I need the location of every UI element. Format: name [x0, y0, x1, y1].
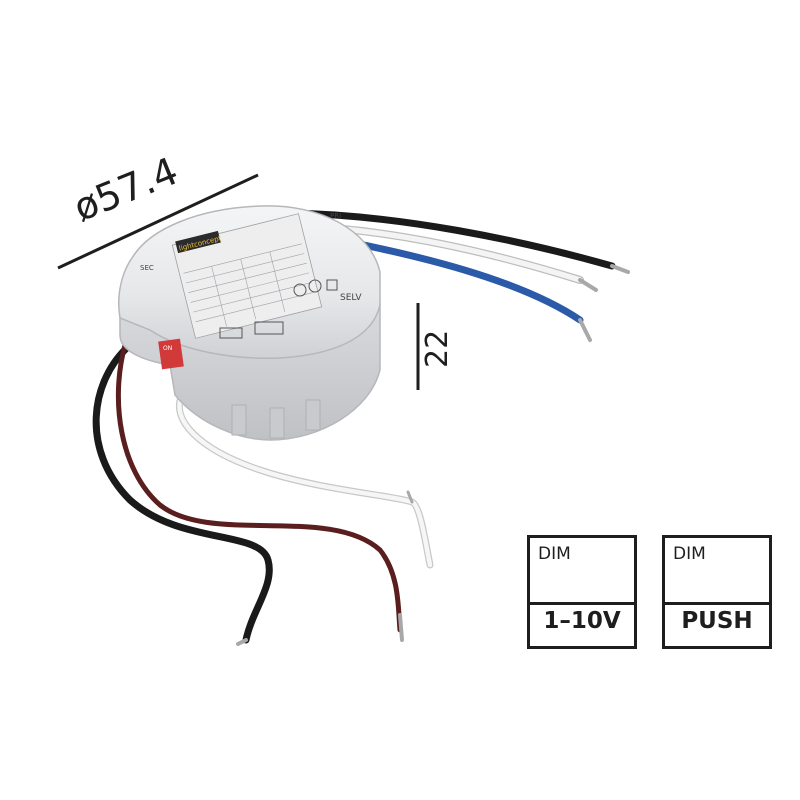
badge-bottom-label: 1–10V: [543, 608, 621, 634]
product-label: lightconcept SEC PRI SELV: [140, 212, 362, 339]
diameter-dimension-line: [57, 173, 259, 270]
dim-push-badge: DIM PUSH: [662, 535, 772, 649]
badge-divider: [530, 602, 634, 605]
badge-top-label: DIM: [673, 544, 706, 564]
dip-switch: ON: [158, 338, 184, 370]
sec-label: SEC: [140, 264, 154, 272]
height-dimension-label: 22: [420, 329, 455, 368]
badge-top-label: DIM: [538, 544, 571, 564]
badge-divider: [665, 602, 769, 605]
dim-1-10v-badge: DIM 1–10V: [527, 535, 637, 649]
badge-bottom-label: PUSH: [681, 608, 753, 634]
driver-housing: lightconcept SEC PRI SELV ON: [117, 205, 381, 441]
switch-label: ON: [163, 345, 172, 352]
pri-label: PRI: [330, 212, 341, 220]
secondary-wires: [92, 341, 434, 646]
selv-label: SELV: [340, 293, 362, 303]
